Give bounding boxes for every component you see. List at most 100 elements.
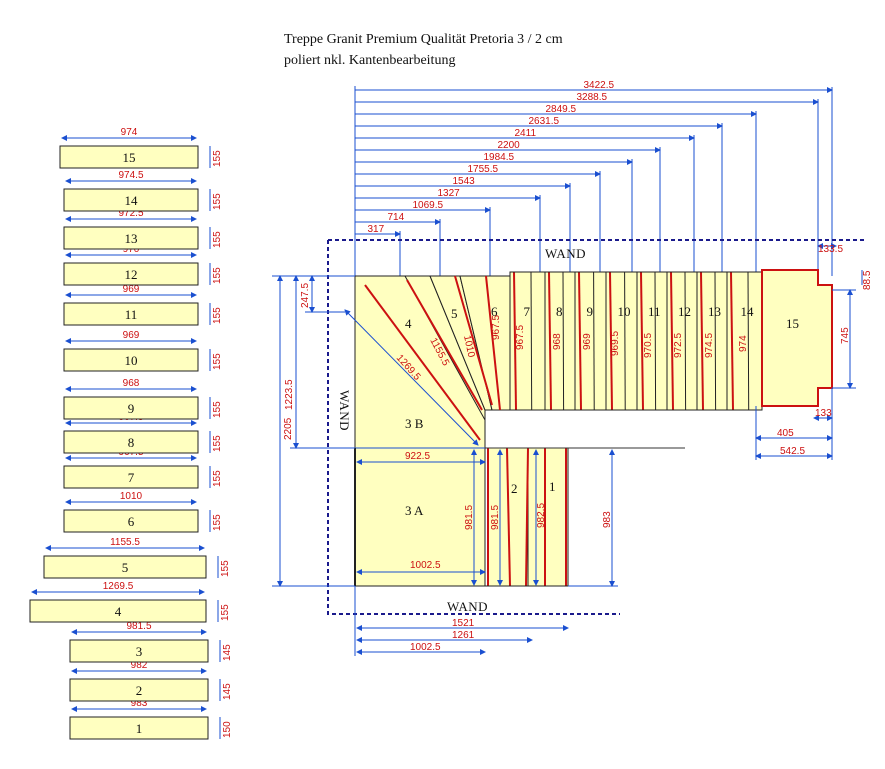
- top-dim-4: 2411: [515, 128, 537, 139]
- step-number: 6: [128, 514, 135, 529]
- step-box-2: [69, 678, 209, 702]
- step-15: [761, 269, 833, 407]
- drawing-subtitle: poliert nkl. Kantenbearbeitung: [284, 53, 456, 68]
- step-number: 9: [128, 401, 135, 416]
- dim-133b: 133: [815, 408, 832, 419]
- dim-922: 922.5: [405, 451, 430, 462]
- dim-542: 542.5: [780, 446, 805, 457]
- top-dim-7: 1755.5: [468, 164, 499, 175]
- step-5-label: 5: [451, 306, 458, 321]
- dim-1223: 1223.5: [284, 379, 295, 410]
- dim-968: 968: [552, 333, 563, 350]
- dim-1010: 1010: [461, 334, 476, 358]
- step-depth: 155: [212, 401, 223, 418]
- top-dimension-chain: 3422.53288.52849.52631.5241122001984.517…: [354, 80, 833, 276]
- top-dim-5: 2200: [498, 140, 521, 151]
- top-dim-9: 1327: [438, 188, 461, 199]
- dim-bottom-1002: 1002.5: [410, 642, 441, 653]
- step-depth: 155: [212, 470, 223, 487]
- step-box-8: [63, 430, 199, 454]
- dim-133a: 133.5: [818, 244, 843, 255]
- landing-3b-label: 3 B: [405, 416, 424, 431]
- dim-981: 981.5: [464, 505, 475, 530]
- step-length: 983: [131, 698, 148, 709]
- step-2-label: 2: [511, 481, 518, 496]
- step-depth: 155: [212, 231, 223, 248]
- step-length: 969: [123, 330, 140, 341]
- step-box-1: [69, 716, 209, 740]
- top-dim-8: 1543: [453, 176, 476, 187]
- step-depth: 155: [212, 267, 223, 284]
- dim-745: 745: [840, 327, 851, 344]
- top-dim-6: 1984.5: [484, 152, 515, 163]
- step-depth: 155: [212, 150, 223, 167]
- dim-bottom-1521: 1521: [452, 618, 475, 629]
- landing-3a: [354, 447, 486, 587]
- dim-967a: 967.5: [491, 315, 502, 340]
- step-number: 12: [125, 267, 138, 282]
- step-box-7: [63, 465, 199, 489]
- step-depth: 155: [220, 604, 231, 621]
- dim-1002: 1002.5: [410, 560, 441, 571]
- dim-bottom-1261: 1261: [452, 630, 475, 641]
- step-14-label: 14: [741, 304, 755, 319]
- step-box-3: [69, 639, 209, 663]
- dim-405: 405: [777, 428, 794, 439]
- step-box-15: [59, 145, 199, 169]
- wall-label-bottom: WAND: [447, 599, 488, 614]
- step-box-12: [63, 262, 199, 286]
- wall-label-left: WAND: [337, 390, 352, 431]
- step-1: [527, 447, 569, 587]
- top-dim-3: 2631.5: [529, 116, 560, 127]
- dim-88: 88.5: [862, 270, 873, 290]
- top-dim-10: 1069.5: [413, 200, 444, 211]
- step-list: 198315029821453981.514541269.515551155.5…: [29, 127, 233, 740]
- step-length: 974: [121, 127, 138, 138]
- step-box-10: [63, 348, 199, 372]
- step-8-label: 8: [556, 304, 563, 319]
- step-length: 969: [123, 284, 140, 295]
- step-number: 3: [136, 644, 143, 659]
- wall-label-top: WAND: [545, 246, 586, 261]
- dim-2205: 2205: [283, 417, 294, 440]
- step-depth: 155: [212, 353, 223, 370]
- step-10-label: 10: [618, 304, 631, 319]
- step-length: 974.5: [118, 170, 143, 181]
- step-number: 14: [125, 193, 139, 208]
- step-6-label: 6: [491, 304, 498, 319]
- top-dim-12: 317: [368, 224, 385, 235]
- step-box-5: [43, 555, 207, 579]
- drawing-title: Treppe Granit Premium Qualität Pretoria …: [284, 32, 563, 47]
- wall-outline: [327, 239, 865, 615]
- dim-983: 983: [602, 511, 613, 528]
- step-15-label: 15: [786, 316, 799, 331]
- step-9-label: 9: [587, 304, 594, 319]
- step-11-label: 11: [648, 304, 661, 319]
- step-depth: 155: [212, 193, 223, 210]
- top-dim-1: 3288.5: [577, 92, 608, 103]
- step-4-label: 4: [405, 316, 412, 331]
- dim-247: 247.5: [300, 283, 311, 308]
- dim-967b: 967.5: [515, 325, 526, 350]
- step-7-label: 7: [524, 304, 531, 319]
- step-1-label: 1: [549, 479, 556, 494]
- step-number: 8: [128, 435, 135, 450]
- step-number: 11: [125, 307, 138, 322]
- step-number: 7: [128, 470, 135, 485]
- dim-969a: 969: [582, 333, 593, 350]
- step-length: 1010: [120, 491, 143, 502]
- dim-969b: 969.5: [610, 331, 621, 356]
- step-depth: 150: [222, 721, 233, 738]
- step-number: 13: [125, 231, 138, 246]
- dim-972: 972.5: [673, 333, 684, 358]
- step-length: 972.5: [118, 208, 143, 219]
- step-depth: 145: [222, 644, 233, 661]
- step-depth: 145: [222, 683, 233, 700]
- step-depth: 155: [212, 435, 223, 452]
- step-box-6: [63, 509, 199, 533]
- step-box-13: [63, 226, 199, 250]
- step-number: 4: [115, 604, 122, 619]
- step-depth: 155: [212, 307, 223, 324]
